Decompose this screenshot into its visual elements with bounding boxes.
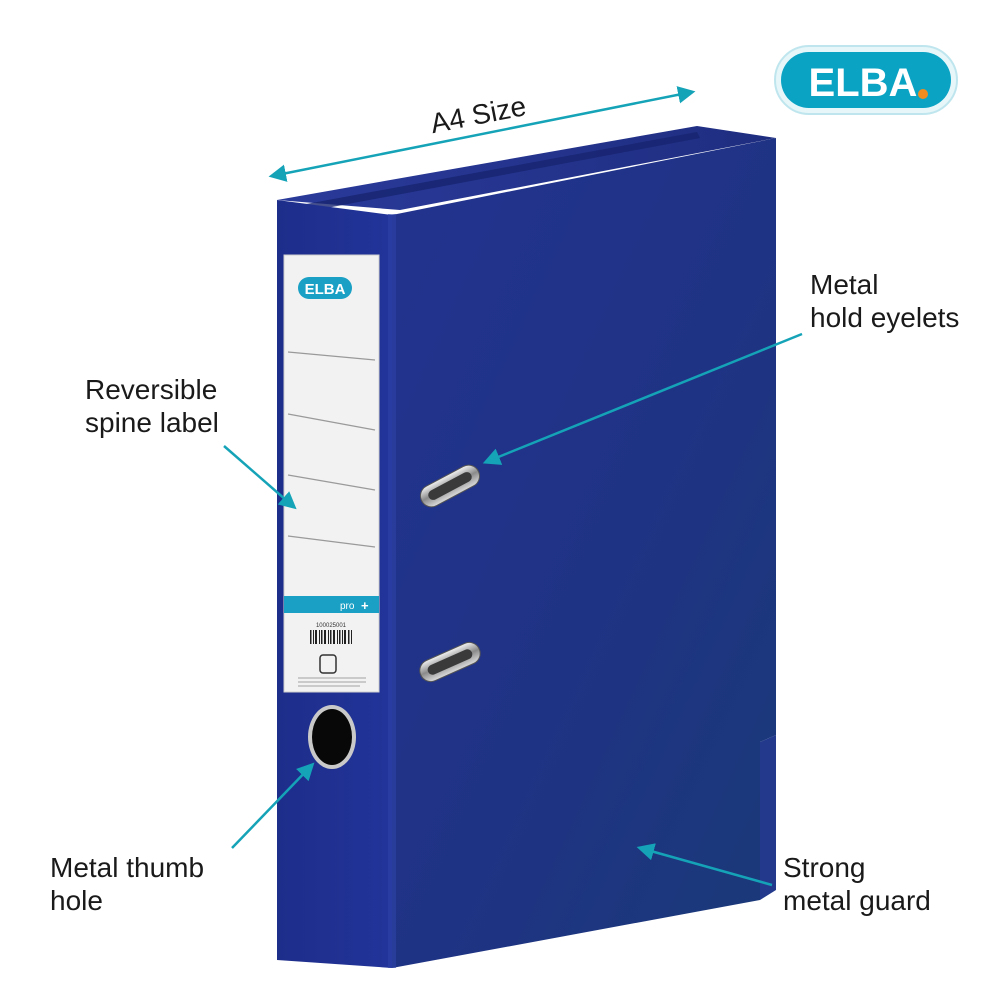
eyelets-arrow bbox=[482, 332, 803, 465]
thumb-hole-arrow bbox=[231, 762, 315, 849]
guard-line1: Strong bbox=[783, 852, 866, 883]
spine-label-callout: Reversible spine label bbox=[85, 373, 219, 439]
eyelets-callout: Metal hold eyelets bbox=[810, 268, 959, 334]
spine-series: pro bbox=[340, 601, 355, 612]
thumb-hole-line2: hole bbox=[50, 885, 103, 916]
size-arrow bbox=[268, 86, 696, 182]
guard-arrow bbox=[636, 843, 773, 887]
eyelets-line2: hold eyelets bbox=[810, 302, 960, 333]
spine-label: ELBA pro + 100025001 bbox=[283, 254, 380, 693]
logo-accent-dot bbox=[918, 89, 928, 99]
arrow-icon bbox=[223, 86, 803, 887]
thumb-hole-line1: Metal thumb bbox=[50, 852, 205, 883]
eyelets-line1: Metal bbox=[810, 269, 879, 300]
brand-logo: ELBA bbox=[774, 45, 958, 115]
spine-logo: ELBA bbox=[305, 281, 346, 298]
barcode-icon bbox=[310, 630, 352, 644]
recycle-icon bbox=[319, 654, 337, 674]
ring-eyelet-icon bbox=[419, 464, 481, 683]
spine-label-line1: Reversible bbox=[85, 374, 218, 405]
size-callout: A4 Size bbox=[428, 90, 529, 139]
spine-code: 100025001 bbox=[316, 623, 347, 629]
binder-front-cover bbox=[392, 138, 776, 968]
spine-label-line2: spine label bbox=[85, 407, 219, 438]
thumb-hole-icon bbox=[308, 705, 356, 769]
spine-label-arrow bbox=[223, 445, 297, 510]
guard-callout: Strong metal guard bbox=[783, 851, 931, 917]
brand-logo-text: ELBA bbox=[809, 61, 918, 105]
guard-line2: metal guard bbox=[783, 885, 931, 916]
thumb-hole-callout: Metal thumb hole bbox=[50, 851, 204, 917]
plus-icon: + bbox=[361, 598, 369, 613]
